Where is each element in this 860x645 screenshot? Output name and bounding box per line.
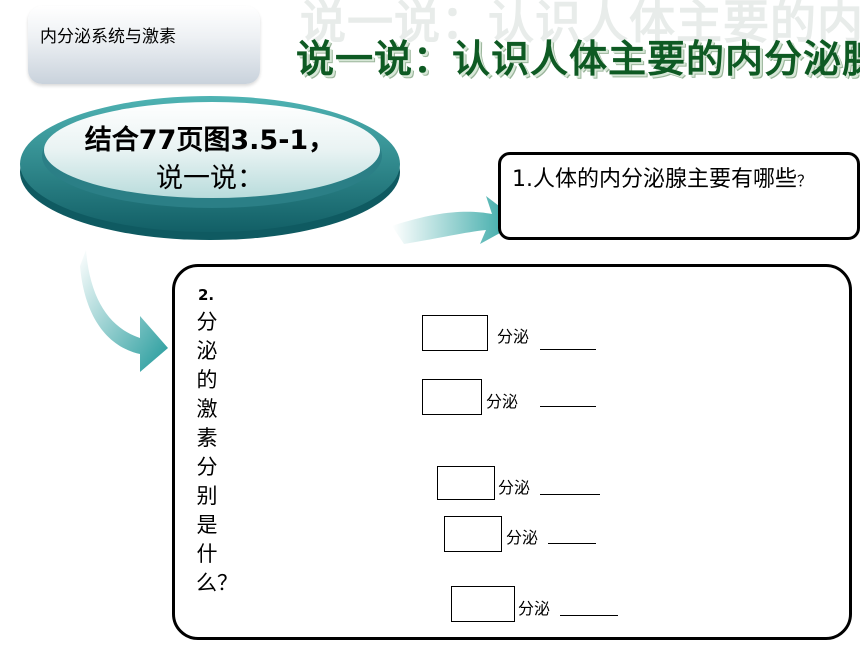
question1-box <box>498 152 860 240</box>
question2-text: 分泌的激素分别是什么？ <box>196 310 238 595</box>
secrete-label-1: 分泌 <box>497 327 530 346</box>
question2-number: 2. <box>198 286 215 304</box>
badge-line2: 说一说： <box>156 163 264 194</box>
arrow-right-icon <box>392 196 520 244</box>
answer-line-1[interactable] <box>540 348 596 350</box>
badge-line1: 结合77页图3.5-1， <box>84 125 336 156</box>
question1-body: 1.人体的内分泌腺主要有哪些 <box>512 167 797 192</box>
badge-oval <box>20 96 400 240</box>
answer-box-2[interactable] <box>422 379 482 415</box>
answer-line-2[interactable] <box>540 405 596 407</box>
question1-text: 1.人体的内分泌腺主要有哪些？ <box>512 163 848 198</box>
answer-box-5[interactable] <box>451 586 515 622</box>
answer-line-3[interactable] <box>540 493 600 495</box>
title-shadow: 说一说：认识人体主要的内分泌腺 <box>300 0 860 49</box>
question1-mark: ？ <box>797 172 813 190</box>
secrete-label-4: 分泌 <box>506 528 539 547</box>
topic-label: 内分泌系统与激素 <box>40 27 176 47</box>
answer-box-4[interactable] <box>444 516 502 552</box>
badge-label: 结合77页图3.5-1， 说一说： <box>30 122 390 198</box>
page-title: 说一说：认识人体主要的内分泌腺 <box>296 36 860 81</box>
answer-box-3[interactable] <box>437 466 495 500</box>
diagram-box <box>172 264 852 640</box>
secrete-label-3: 分泌 <box>498 478 531 497</box>
answer-line-5[interactable] <box>560 614 618 616</box>
answer-box-1[interactable] <box>422 315 488 351</box>
arrow-down-right-icon <box>80 250 168 372</box>
secrete-label-5: 分泌 <box>518 599 551 618</box>
topic-tab <box>28 6 260 84</box>
secrete-label-2: 分泌 <box>486 392 519 411</box>
answer-line-4[interactable] <box>548 542 596 544</box>
